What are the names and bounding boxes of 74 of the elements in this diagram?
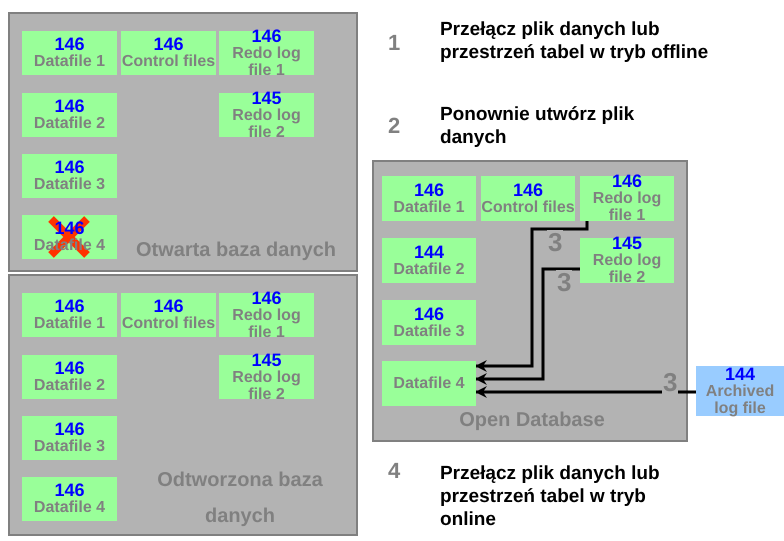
step-number: 2 xyxy=(388,113,400,139)
step-text: Ponownie utwórz plik danych xyxy=(440,103,636,149)
version-number: 146 xyxy=(251,290,282,306)
file-label: Datafile 1 xyxy=(34,53,106,70)
version-number: 146 xyxy=(414,306,444,322)
file-box xyxy=(696,366,784,416)
version-number: 145 xyxy=(612,235,642,252)
file-box xyxy=(22,416,117,460)
version-number: 144 xyxy=(414,244,444,260)
file-label: Datafile 2 xyxy=(34,377,106,394)
file-box xyxy=(22,355,117,399)
version-number: 146 xyxy=(153,298,184,315)
version-number: 146 xyxy=(153,36,184,53)
database-panel xyxy=(8,274,358,536)
step-text: Przełącz plik danych lub przestrzeń tabel w tryb online xyxy=(440,462,661,531)
file-box xyxy=(382,238,476,283)
version-number: 144 xyxy=(724,366,756,382)
file-box xyxy=(22,477,117,521)
file-box xyxy=(382,300,476,345)
file-label: Control files xyxy=(122,315,216,332)
arrow xyxy=(475,268,580,385)
file-box xyxy=(580,176,674,221)
database-panel xyxy=(8,12,358,272)
file-label: Archived log file xyxy=(704,382,776,416)
arrow xyxy=(475,386,696,398)
file-label: Datafile 3 xyxy=(34,438,106,455)
file-label: Control files xyxy=(481,198,575,216)
file-label: Redo log file 1 xyxy=(231,306,302,340)
file-box xyxy=(219,293,314,337)
version-number: 146 xyxy=(414,182,444,198)
version-number: 146 xyxy=(54,36,85,53)
file-label: Datafile 1 xyxy=(393,198,465,216)
file-box xyxy=(382,176,476,221)
database-panel xyxy=(372,160,688,442)
file-box xyxy=(481,176,575,221)
version-number: 145 xyxy=(251,90,282,106)
file-label: Datafile 4 xyxy=(393,375,465,392)
file-label: Datafile 4 xyxy=(34,499,106,516)
version-number: 146 xyxy=(54,98,85,115)
version-number: 146 xyxy=(54,360,85,377)
file-box xyxy=(580,238,674,283)
version-number: 146 xyxy=(54,159,85,176)
file-label: Datafile 2 xyxy=(34,115,106,132)
file-label: Datafile 2 xyxy=(393,260,465,278)
step-text: Przełącz plik danych lub przestrzeń tabel w tryb offline xyxy=(440,18,710,64)
file-label: Redo log file 1 xyxy=(231,44,302,78)
version-number: 146 xyxy=(54,421,85,438)
file-label: Datafile 3 xyxy=(393,322,465,340)
file-box xyxy=(22,93,117,137)
file-box xyxy=(382,361,476,406)
file-box xyxy=(219,93,314,137)
version-number: 146 xyxy=(54,298,85,315)
version-number: 145 xyxy=(251,352,282,368)
version-number: 146 xyxy=(512,182,544,198)
file-box xyxy=(22,31,117,75)
file-label: Datafile 3 xyxy=(34,176,106,193)
step-number: 4 xyxy=(388,458,400,484)
file-label: Control files xyxy=(122,53,216,70)
file-box xyxy=(22,154,117,198)
arrow xyxy=(475,221,588,372)
file-box xyxy=(22,293,117,337)
file-label: Redo log file 2 xyxy=(231,106,302,140)
file-box xyxy=(121,293,216,337)
file-label: Redo log file 1 xyxy=(592,190,662,224)
file-box xyxy=(219,355,314,399)
file-label: Redo log file 2 xyxy=(592,252,662,286)
file-label: Redo log file 2 xyxy=(231,368,302,402)
version-number: 146 xyxy=(251,28,282,44)
file-box xyxy=(121,31,216,75)
version-number: 146 xyxy=(54,482,85,499)
file-box xyxy=(219,31,314,75)
version-number: 146 xyxy=(612,173,642,190)
step-number: 1 xyxy=(388,30,400,56)
file-label: Datafile 1 xyxy=(34,315,106,332)
